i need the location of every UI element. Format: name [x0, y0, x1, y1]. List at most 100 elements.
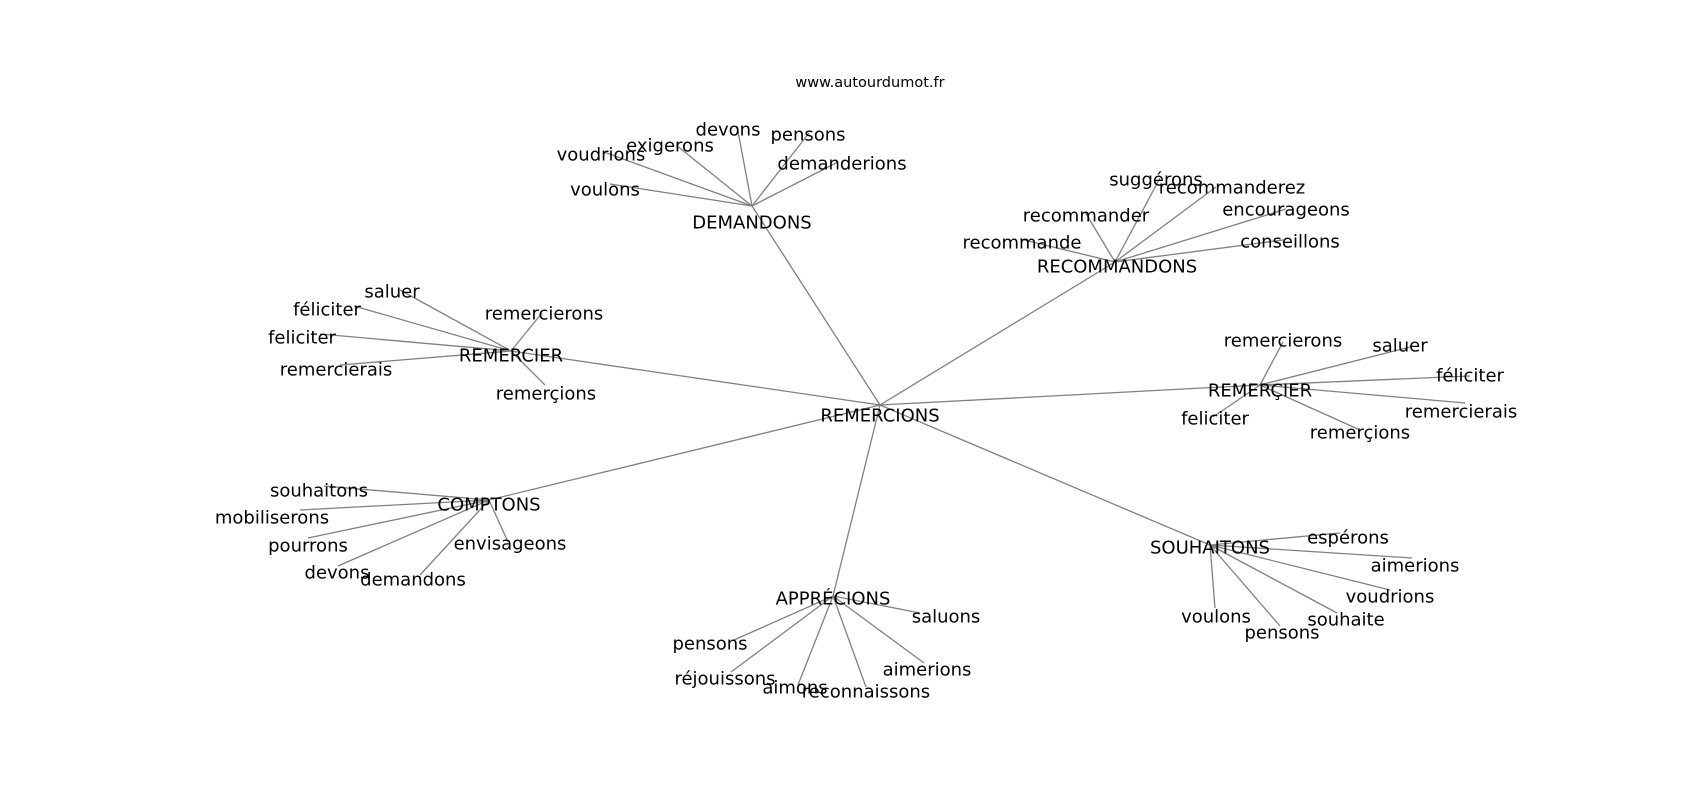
- edge-apprecions-aimons: [797, 595, 834, 686]
- leaf-node-remercions: remerçions: [1310, 423, 1410, 444]
- edge-remercier-remercierons: [510, 312, 543, 352]
- label-layer: REMERCIONSDEMANDONSvoudrionsexigeronsdev…: [215, 120, 1517, 703]
- edge-comptons-pourrons: [307, 499, 490, 539]
- edge-souhaitons-aimerions: [1209, 544, 1413, 559]
- hub-node-remercier: REMERÇIER: [1208, 381, 1312, 402]
- leaf-node-saluer: saluer: [1372, 336, 1428, 357]
- hub-node-remercier: REMERCIER: [459, 346, 563, 367]
- leaf-node-souhaitons: souhaitons: [270, 481, 368, 502]
- hub-node-demandons: DEMANDONS: [692, 213, 811, 234]
- leaf-node-devons: devons: [305, 563, 370, 584]
- leaf-node-remercierais: remercierais: [280, 360, 392, 381]
- edge-center-apprecions: [832, 404, 881, 597]
- edge-souhaitons-voudrions: [1209, 544, 1391, 591]
- leaf-node-envisageons: envisageons: [454, 534, 567, 555]
- edge-center-remercier: [879, 384, 1261, 406]
- leaf-node-saluer: saluer: [364, 282, 420, 303]
- edge-comptons-devons: [337, 499, 490, 567]
- leaf-node-remercierais: remercierais: [1405, 402, 1517, 423]
- leaf-node-feliciter: féliciter: [293, 300, 361, 321]
- edge-recommandons-encourageons: [1114, 208, 1287, 263]
- leaf-node-suggerons: suggérons: [1109, 170, 1203, 191]
- edge-apprecions-reconnaissons: [832, 595, 867, 688]
- edge-apprecions-saluons: [832, 595, 921, 614]
- leaf-node-rejouissons: réjouissons: [674, 669, 775, 690]
- edge-souhaitons-pensons: [1209, 544, 1281, 627]
- edge-comptons-demandons: [419, 499, 490, 576]
- leaf-node-aimerions: aimerions: [883, 660, 972, 681]
- edge-remercier-remercierais: [339, 350, 512, 366]
- edge-remercier-remercierons: [1259, 341, 1284, 386]
- edge-demandons-voudrions: [603, 151, 753, 207]
- edge-recommandons-conseillons: [1114, 239, 1284, 263]
- hub-node-comptons: COMPTONS: [437, 495, 540, 516]
- edge-center-remercier: [510, 350, 881, 406]
- edge-demandons-pensons: [751, 132, 810, 207]
- hub-node-souhaitons: SOUHAITONS: [1150, 538, 1270, 559]
- leaf-node-voulons: voulons: [1181, 607, 1251, 628]
- leaf-node-demanderions: demanderions: [777, 154, 906, 175]
- leaf-node-pourrons: pourrons: [268, 536, 348, 557]
- edge-recommandons-suggerons: [1114, 177, 1161, 263]
- leaf-node-voudrions: voudrions: [557, 145, 646, 166]
- leaf-node-devons: devons: [696, 120, 761, 141]
- leaf-node-recommander: recommander: [1023, 206, 1150, 227]
- edge-remercier-remercions: [1259, 384, 1361, 431]
- edge-apprecions-pensons: [733, 595, 834, 641]
- edge-recommandons-recommande: [1019, 238, 1116, 263]
- leaf-node-recommanderez: recommanderez: [1159, 178, 1306, 199]
- edge-recommandons-recommanderez: [1114, 186, 1217, 263]
- leaf-node-souhaite: souhaite: [1307, 610, 1384, 631]
- center-node-label: REMERCIONS: [820, 406, 939, 427]
- edge-apprecions-aimerions: [832, 595, 925, 664]
- edge-remercier-feliciter: [319, 333, 512, 352]
- edge-remercier-saluer: [1259, 346, 1411, 386]
- edge-center-demandons: [751, 205, 881, 406]
- leaf-node-remercions: remerçions: [496, 384, 596, 405]
- site-title: www.autourdumot.fr: [795, 75, 944, 91]
- edge-recommandons-recommander: [1084, 211, 1116, 263]
- edge-center-comptons: [488, 404, 881, 501]
- leaf-node-pensons: pensons: [672, 634, 747, 655]
- leaf-node-demandons: demandons: [360, 570, 466, 591]
- leaf-node-remercierons: remercierons: [1224, 331, 1342, 352]
- edge-comptons-envisageons: [488, 499, 509, 543]
- edge-center-souhaitons: [879, 404, 1211, 546]
- edge-center-recommandons: [879, 261, 1116, 406]
- leaf-node-feliciter: feliciter: [1181, 409, 1249, 430]
- leaf-node-pensons: pensons: [770, 125, 845, 146]
- leaf-node-aimerions: aimerions: [1371, 556, 1460, 577]
- edge-apprecions-rejouissons: [730, 595, 834, 673]
- leaf-node-encourageons: encourageons: [1222, 200, 1350, 221]
- edge-remercier-feliciter: [1259, 375, 1471, 386]
- edge-demandons-voulons: [609, 183, 753, 207]
- leaf-node-aimons: aimons: [762, 678, 827, 699]
- edge-layer: [299, 125, 1471, 688]
- leaf-node-mobiliserons: mobiliserons: [215, 508, 329, 529]
- edge-remercier-remercions: [510, 350, 546, 386]
- leaf-node-voulons: voulons: [570, 180, 640, 201]
- leaf-node-feliciter: feliciter: [268, 328, 336, 349]
- hub-node-recommandons: RECOMMANDONS: [1037, 257, 1197, 278]
- edge-remercier-remercierais: [1259, 384, 1466, 404]
- edge-demandons-exigerons: [675, 144, 753, 207]
- leaf-node-conseillons: conseillons: [1240, 232, 1340, 253]
- edge-demandons-devons: [736, 125, 753, 207]
- leaf-node-pensons: pensons: [1244, 623, 1319, 644]
- leaf-node-remercierons: remercierons: [485, 304, 603, 325]
- leaf-node-reconnaissons: reconnaissons: [802, 682, 930, 703]
- edge-remercier-feliciter: [1212, 384, 1261, 418]
- leaf-node-esperons: espérons: [1307, 528, 1389, 549]
- edge-souhaitons-voulons: [1209, 544, 1216, 609]
- edge-remercier-feliciter: [353, 305, 512, 352]
- edge-remercier-saluer: [399, 289, 512, 352]
- edge-souhaitons-esperons: [1209, 532, 1341, 546]
- edge-souhaitons-souhaite: [1209, 544, 1338, 614]
- edge-comptons-mobiliserons: [299, 499, 490, 511]
- edge-comptons-souhaitons: [323, 485, 490, 501]
- leaf-node-exigerons: exigerons: [626, 136, 714, 157]
- edge-demandons-demanderions: [751, 161, 839, 207]
- leaf-node-feliciter: féliciter: [1436, 366, 1504, 387]
- leaf-node-saluons: saluons: [912, 607, 981, 628]
